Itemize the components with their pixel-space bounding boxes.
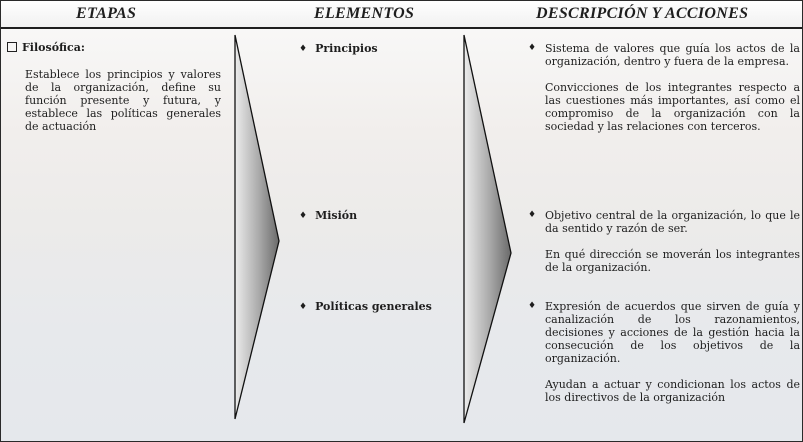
chevron-arrow-1	[234, 34, 280, 420]
chevron-arrow-2	[463, 34, 512, 424]
description-paragraph: Objetivo central de la organización, lo …	[545, 209, 800, 235]
element-politicas: ♦ Políticas generales	[299, 300, 432, 313]
diamond-bullet-icon: ♦	[528, 210, 537, 220]
description-paragraph: Expresión de acuerdos que sirven de guía…	[545, 300, 800, 365]
description-paragraph: Convicciones de los integrantes respecto…	[545, 81, 800, 133]
checkbox-square-icon	[7, 42, 17, 52]
header-description: DESCRIPCIÓN Y ACCIONES	[536, 5, 749, 22]
diamond-bullet-icon: ♦	[299, 211, 308, 221]
description-paragraph: Ayudan a actuar y condicionan los actos …	[545, 378, 800, 404]
description-mision: ♦ Objetivo central de la organización, l…	[528, 209, 800, 274]
diamond-bullet-icon: ♦	[299, 44, 308, 54]
description-politicas: ♦ Expresión de acuerdos que sirven de gu…	[528, 300, 800, 404]
header-stages: ETAPAS	[76, 5, 137, 22]
element-label: Principios	[315, 42, 378, 55]
diamond-bullet-icon: ♦	[528, 301, 537, 311]
element-label: Misión	[315, 209, 358, 222]
stage-heading: Filosófica:	[7, 41, 221, 54]
header-row: ETAPAS ELEMENTOS DESCRIPCIÓN Y ACCIONES	[1, 1, 802, 29]
description-principios: ♦ Sistema de valores que guía los actos …	[528, 42, 800, 133]
description-paragraph: En qué dirección se moverán los integran…	[545, 248, 800, 274]
element-principios: ♦ Principios	[299, 42, 378, 55]
header-elements: ELEMENTOS	[314, 5, 415, 22]
stage-column: Filosófica: Establece los principios y v…	[7, 41, 221, 133]
element-mision: ♦ Misión	[299, 209, 357, 222]
diamond-bullet-icon: ♦	[528, 43, 537, 53]
element-label: Políticas generales	[315, 300, 432, 313]
stage-title: Filosófica:	[22, 41, 85, 54]
stage-description: Establece los principios y valores de la…	[25, 68, 221, 133]
diamond-bullet-icon: ♦	[299, 302, 308, 312]
description-paragraph: Sistema de valores que guía los actos de…	[545, 42, 800, 68]
